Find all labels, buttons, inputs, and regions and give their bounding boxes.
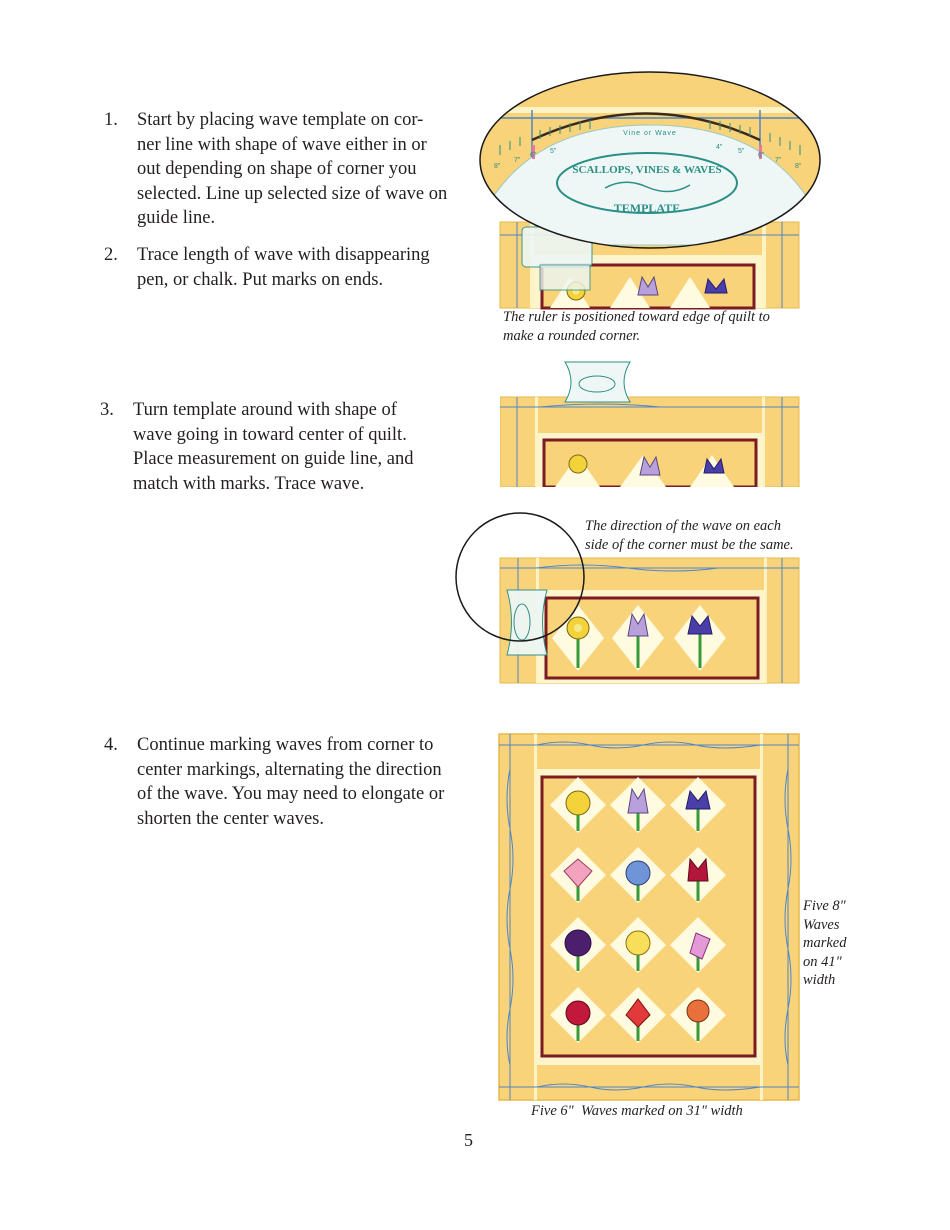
small-template-icon: [564, 361, 631, 403]
blue-bellflower-icon: [704, 277, 728, 294]
step-2-line: Trace length of wave with disappearing: [137, 245, 430, 265]
yellow-flower-icon: [566, 616, 590, 668]
page-number: 5: [464, 1130, 473, 1150]
quilt-corner-illustration: [499, 221, 800, 310]
scale-label: 5": [550, 148, 557, 155]
scale-label: 6": [530, 152, 537, 159]
yellow-flower-icon: [565, 790, 591, 816]
caption-line: side of the corner must be the same.: [585, 536, 794, 553]
step-1-line: out depending on shape of corner you: [137, 159, 417, 179]
step-3-line: wave going in toward center of quilt.: [133, 424, 407, 445]
figure-template-turned: [500, 361, 800, 487]
scale-label: 7": [775, 157, 782, 164]
pink-lily-icon: [563, 858, 593, 888]
caption-wave-direction: The direction of the wave on each side o…: [585, 517, 794, 554]
vine-flourish-icon: [604, 181, 691, 193]
ruler-tick-marks: [499, 120, 801, 155]
scale-label: 4": [716, 144, 723, 151]
yellow-flower-icon: [568, 454, 588, 474]
figure-full-quilt: [498, 733, 800, 1101]
scale-label: 6": [758, 152, 765, 159]
ruler-title: SCALLOPS, VINES & WAVES: [572, 164, 721, 176]
purple-tulip-icon: [639, 455, 661, 476]
orange-flower-icon: [686, 999, 710, 1023]
caption-line: Waves: [803, 916, 840, 933]
ruler-closeup-oval: 8" 7" 6" 5" 4" 5" 6" 7" 8" Vine or Wave …: [480, 72, 820, 248]
purple-tulip-icon: [637, 275, 659, 296]
scale-label: 7": [514, 157, 521, 164]
blue-bellflower-icon: [687, 614, 713, 668]
caption-line: marked: [803, 935, 847, 951]
red-pansy-icon: [565, 1000, 591, 1026]
pink-fuchsia-icon: [689, 932, 711, 960]
caption-line: width: [803, 972, 836, 988]
caption-line: on 41": [803, 953, 842, 970]
red-tulip-icon: [687, 857, 709, 882]
ruler-top-label: Vine or Wave: [623, 130, 677, 137]
purple-pansy-icon: [564, 929, 592, 957]
figure-ruler-closeup: 8" 7" 6" 5" 4" 5" 6" 7" 8" Vine or Wave …: [479, 71, 821, 310]
step-3-line: match with marks. Trace wave.: [133, 473, 365, 494]
figure-corner-direction: [455, 512, 800, 684]
caption-bottom-waves: Five 6" Waves marked on 31" width: [531, 1103, 743, 1119]
step-number: 1.: [104, 110, 118, 130]
step-2-line: pen, or chalk. Put marks on ends.: [137, 269, 384, 290]
blue-bellflower-icon: [685, 789, 711, 810]
caption-line: Five 8": [803, 898, 846, 914]
step-3-line: Place measurement on guide line, and: [133, 449, 414, 469]
caption-side-waves: Five 8" Waves marked on 41" width: [803, 897, 847, 990]
step-1-line: guide line.: [137, 208, 216, 228]
step-number: 2.: [104, 245, 118, 265]
scale-label: 5": [738, 148, 745, 155]
step-1-line: Start by placing wave template on cor-: [137, 110, 424, 130]
caption-ruler-position: The ruler is positioned toward edge of q…: [503, 308, 770, 345]
highlight-circle: [455, 512, 585, 642]
step-4-line: of the wave. You may need to elongate or: [137, 784, 445, 804]
step-1-line: ner line with shape of wave either in or: [137, 134, 427, 155]
caption-line: make a rounded corner.: [503, 327, 641, 344]
yellow-daisy-icon: [625, 930, 651, 956]
blue-flower-icon: [625, 860, 651, 886]
step-4-line: shorten the center waves.: [137, 808, 324, 829]
step-number: 4.: [104, 735, 118, 755]
ruler-subtitle: TEMPLATE: [614, 201, 680, 215]
step-3-line: Turn template around with shape of: [133, 400, 397, 420]
scale-label: 8": [795, 163, 802, 170]
purple-tulip-icon: [627, 612, 649, 668]
caption-line: The direction of the wave on each: [585, 518, 781, 534]
blue-bellflower-icon: [703, 457, 725, 474]
step-4-line: Continue marking waves from corner to: [137, 735, 434, 755]
purple-tulip-icon: [627, 787, 649, 814]
small-template-icon: [506, 589, 548, 656]
step-1-line: selected. Line up selected size of wave …: [137, 183, 448, 204]
caption-line: The ruler is positioned toward edge of q…: [503, 309, 770, 325]
ruler-title-badge: [556, 152, 738, 214]
scale-label: 8": [494, 163, 501, 170]
red-lily-icon: [625, 998, 651, 1028]
step-number: 3.: [100, 400, 114, 420]
step-4-line: center markings, alternating the directi…: [137, 759, 442, 780]
